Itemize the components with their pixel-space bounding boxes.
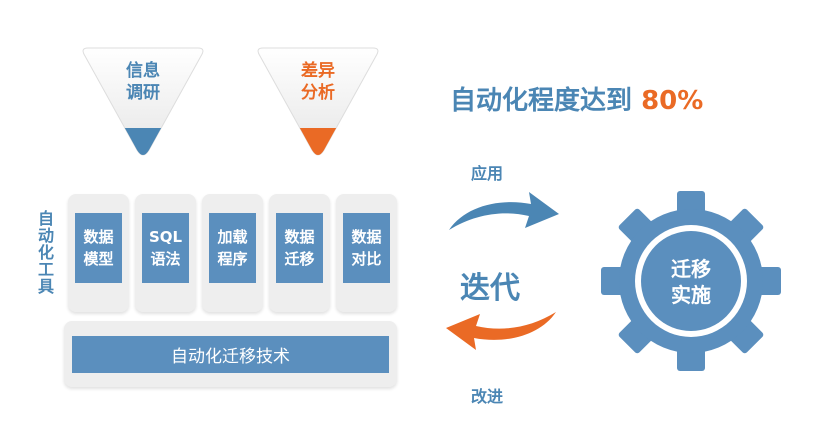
card-data-compare-label: 数据 对比 <box>343 213 390 283</box>
card-data-migration: 数据 迁移 <box>269 194 330 312</box>
card-sql-syntax: SQL 语法 <box>135 194 196 312</box>
automation-migration-tech-panel: 自动化迁移技术 <box>64 321 397 387</box>
apply-label: 应用 <box>471 164 504 183</box>
iterate-label: 迭代 <box>460 271 520 306</box>
card-load-program: 加载 程序 <box>202 194 263 312</box>
info-research-label: 信息 调研 <box>126 61 160 103</box>
improve-label: 改进 <box>471 387 504 406</box>
card-data-model-label: 数据 模型 <box>75 213 122 283</box>
card-sql-syntax-label: SQL 语法 <box>142 213 189 283</box>
card-data-model: 数据 模型 <box>68 194 129 312</box>
info-research-triangle: 信息 调研 <box>80 42 206 160</box>
automation-migration-tech-label: 自动化迁移技术 <box>72 336 389 373</box>
card-data-compare: 数据 对比 <box>336 194 397 312</box>
orange-arrow-icon <box>446 312 556 350</box>
headline-text: 自动化程度达到 <box>450 86 633 116</box>
card-load-program-label: 加载 程序 <box>209 213 256 283</box>
gear-icon <box>601 191 781 371</box>
automation-tools-label: 自动化工具 <box>37 209 54 296</box>
difference-analysis-label: 差异 分析 <box>301 61 335 103</box>
blue-arrow-icon <box>449 192 559 230</box>
headline-percent: 80% <box>641 86 704 116</box>
gear-label: 迁移 实施 <box>671 257 711 307</box>
headline: 自动化程度达到 80% <box>450 80 703 117</box>
card-data-migration-label: 数据 迁移 <box>276 213 323 283</box>
difference-analysis-triangle: 差异 分析 <box>255 42 381 160</box>
